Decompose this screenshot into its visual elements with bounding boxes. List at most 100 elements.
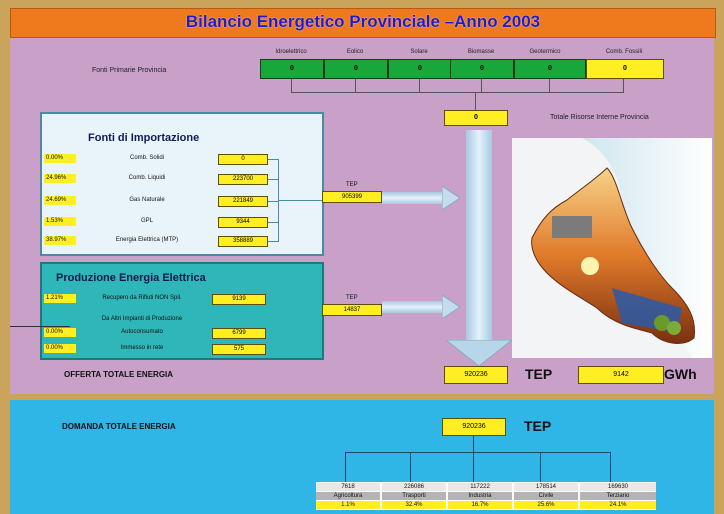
sector-value: 7618 bbox=[316, 483, 380, 491]
production-pct: 0.00% bbox=[44, 328, 76, 337]
total-demand-label: DOMANDA TOTALE ENERGIA bbox=[62, 422, 176, 431]
import-panel-title: Fonti di Importazione bbox=[88, 132, 200, 144]
import-label: Gas Naturale bbox=[129, 197, 165, 203]
production-value: 6799 bbox=[212, 328, 266, 339]
source-value: 0 bbox=[388, 59, 452, 79]
import-arrow-head bbox=[442, 186, 460, 210]
total-supply-label: OFFERTA TOTALE ENERGIA bbox=[64, 370, 174, 379]
primary-sources-label: Fonti Primarie Provincia bbox=[92, 67, 167, 74]
import-arrow bbox=[382, 192, 444, 204]
sector-name: Industria bbox=[448, 492, 512, 500]
production-panel: Produzione Energia Elettrica 1.21% Recup… bbox=[40, 262, 324, 360]
import-pct: 0.00% bbox=[44, 154, 76, 163]
connector bbox=[549, 79, 550, 93]
source-header: Idroelettrico bbox=[275, 49, 307, 55]
total-supply-gwh-unit: GWh bbox=[664, 366, 697, 382]
sector-name: Agricoltura bbox=[316, 492, 380, 500]
connector bbox=[291, 79, 292, 93]
supply-section: Fonti Primarie Provincia Idroelettrico E… bbox=[10, 38, 714, 394]
import-value: 9344 bbox=[218, 217, 268, 228]
demand-section: DOMANDA TOTALE ENERGIA 920236 TEP 7618 2… bbox=[10, 400, 714, 514]
production-label: Immesso in rete bbox=[120, 345, 164, 351]
source-header: Solare bbox=[410, 49, 428, 55]
sector-pct: 32.4% bbox=[382, 501, 446, 509]
internal-resources-label: Totale Risorse Interne Provincia bbox=[550, 114, 649, 121]
import-label: Comb. Solidi bbox=[129, 155, 164, 161]
production-label: Da Altri Impianti di Produzione bbox=[101, 316, 183, 322]
sector-value: 178514 bbox=[514, 483, 578, 491]
source-header: Geotermico bbox=[529, 49, 561, 55]
source-header: Biomasse bbox=[467, 49, 495, 55]
sector-pct: 25.6% bbox=[514, 501, 578, 509]
production-value: 575 bbox=[212, 344, 266, 355]
connector bbox=[473, 452, 474, 482]
page-title: Bilancio Energetico Provinciale –Anno 20… bbox=[185, 12, 541, 31]
import-value: 223700 bbox=[218, 174, 268, 185]
sector-pct: 1.1% bbox=[316, 501, 380, 509]
connector bbox=[268, 201, 278, 202]
source-value: 0 bbox=[324, 59, 388, 79]
province-map-drawing bbox=[512, 138, 712, 358]
total-supply-tep-unit: TEP bbox=[525, 366, 553, 382]
production-arrow bbox=[382, 301, 444, 313]
production-value: 9139 bbox=[212, 294, 266, 305]
flow-arrow-head bbox=[446, 340, 512, 366]
total-demand-unit: TEP bbox=[524, 418, 552, 434]
title-bar: Bilancio Energetico Provinciale –Anno 20… bbox=[10, 8, 716, 38]
production-panel-title: Produzione Energia Elettrica bbox=[56, 272, 206, 284]
import-label: Comb. Liquidi bbox=[128, 175, 166, 181]
connector bbox=[475, 92, 476, 110]
internal-resources-total: 0 bbox=[444, 110, 508, 126]
production-label: Autoconsumato bbox=[121, 329, 163, 335]
connector bbox=[610, 452, 611, 482]
import-label: Energia Elettrica (MTP) bbox=[115, 237, 179, 243]
import-label: GPL bbox=[140, 218, 153, 224]
sector-value: 117222 bbox=[448, 483, 512, 491]
source-value: 0 bbox=[514, 59, 586, 79]
source-header: Eolico bbox=[346, 49, 364, 55]
import-value: 221849 bbox=[218, 196, 268, 207]
sector-name: Civile bbox=[514, 492, 578, 500]
connector bbox=[481, 79, 482, 93]
source-header: Comb. Fossili bbox=[605, 49, 643, 55]
import-value: 0 bbox=[218, 154, 268, 165]
connector bbox=[268, 179, 278, 180]
connector bbox=[345, 452, 611, 453]
connector bbox=[268, 159, 278, 160]
province-map-image bbox=[512, 138, 712, 358]
source-value: 0 bbox=[586, 59, 664, 79]
import-pct: 24.69% bbox=[44, 196, 76, 205]
production-arrow-head bbox=[442, 295, 460, 319]
connector bbox=[291, 92, 624, 93]
sector-value: 169630 bbox=[580, 483, 656, 491]
connector bbox=[10, 326, 70, 327]
total-supply-tep-value: 920236 bbox=[444, 366, 508, 384]
import-pct: 24.96% bbox=[44, 174, 76, 183]
connector bbox=[540, 452, 541, 482]
sector-value: 226086 bbox=[382, 483, 446, 491]
total-supply-gwh-value: 9142 bbox=[578, 366, 664, 384]
import-pct: 1.53% bbox=[44, 217, 76, 226]
sector-pct: 24.1% bbox=[580, 501, 656, 509]
import-pct: 38.97% bbox=[44, 236, 76, 245]
flow-arrow-shaft bbox=[466, 130, 492, 344]
production-tep-label: TEP bbox=[346, 295, 358, 301]
import-value: 358889 bbox=[218, 236, 268, 247]
connector bbox=[268, 222, 278, 223]
connector bbox=[419, 79, 420, 93]
import-tep-label: TEP bbox=[346, 182, 358, 188]
connector bbox=[355, 79, 356, 93]
import-panel: Fonti di Importazione 0.00% Comb. Solidi… bbox=[40, 112, 324, 256]
connector bbox=[623, 79, 624, 93]
production-label: Recupero da Rifiuti NON Spil. bbox=[102, 295, 182, 301]
connector bbox=[268, 241, 278, 242]
source-value: 0 bbox=[260, 59, 324, 79]
source-value: 0 bbox=[450, 59, 514, 79]
connector bbox=[345, 452, 346, 482]
connector bbox=[473, 436, 474, 452]
production-tep-value: 14837 bbox=[322, 304, 382, 316]
total-demand-value: 920236 bbox=[442, 418, 506, 436]
connector bbox=[410, 452, 411, 482]
sector-name: Trasporti bbox=[382, 492, 446, 500]
